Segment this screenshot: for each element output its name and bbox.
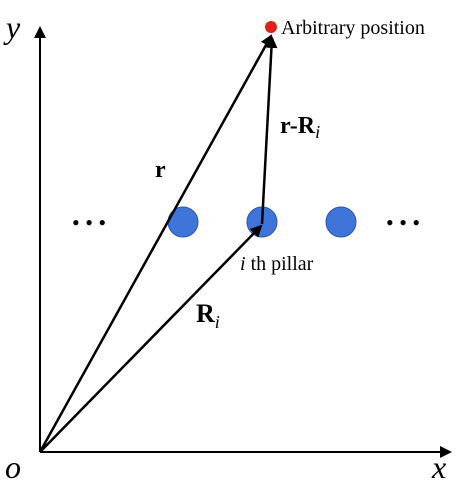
arbitrary-position-label: Arbitrary position xyxy=(281,17,425,39)
y-axis-label: y xyxy=(3,9,21,45)
ellipsis-right: • • • xyxy=(386,210,420,235)
ellipsis-left: • • • xyxy=(72,210,106,235)
pillar-label-rest: th pillar xyxy=(246,253,314,275)
vector-r-minus-R-i-subscript: i xyxy=(315,122,320,142)
x-axis-label: x xyxy=(431,449,446,485)
vector-r-minus-R-i-main: r-R xyxy=(280,113,316,139)
vector-r-minus-R-i-label: r-Ri xyxy=(280,113,320,142)
vector-r-minus-R-i xyxy=(260,36,278,225)
vector-R-i xyxy=(39,224,263,453)
vector-r-label: r xyxy=(155,157,166,183)
origin-label: o xyxy=(5,449,21,485)
pillar-right xyxy=(325,206,357,238)
i-th-pillar-label: i th pillar xyxy=(240,253,314,275)
vector-R-i-label: Ri xyxy=(196,299,220,332)
vector-R-i-main: R xyxy=(196,299,215,328)
pillar-index-italic: i xyxy=(240,253,246,275)
arbitrary-position-point xyxy=(265,21,277,33)
vector-r xyxy=(38,34,273,453)
vector-R-i-subscript: i xyxy=(215,312,220,332)
